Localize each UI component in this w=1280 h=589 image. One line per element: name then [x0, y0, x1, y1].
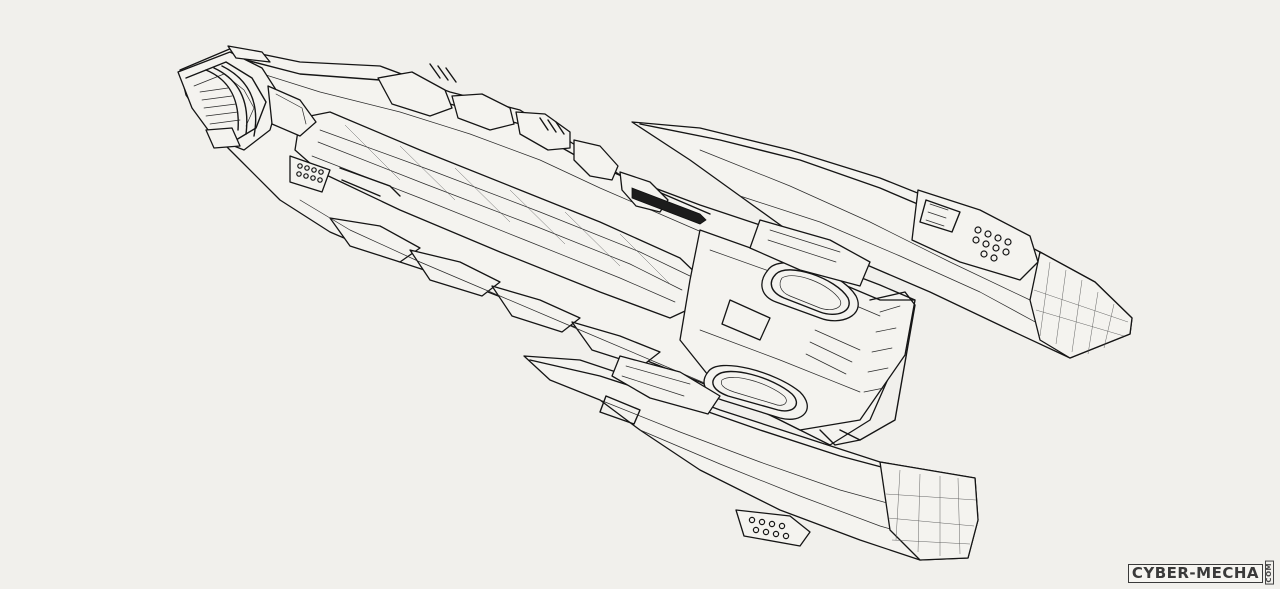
watermark-text: CYBER-MECHA — [1127, 563, 1263, 583]
nacelle-upper — [631, 121, 1133, 359]
engine-block — [679, 229, 916, 431]
vent-grille — [296, 163, 324, 183]
nacelle-struts — [819, 291, 916, 446]
watermark: CYBER-MECHA COM — [1127, 561, 1274, 585]
missile-pod-lower — [748, 516, 790, 540]
bow-section — [177, 45, 401, 197]
watermark-suffix: COM — [1265, 561, 1274, 585]
nacelle-lower — [523, 355, 979, 561]
missile-pod-upper — [972, 226, 1012, 262]
